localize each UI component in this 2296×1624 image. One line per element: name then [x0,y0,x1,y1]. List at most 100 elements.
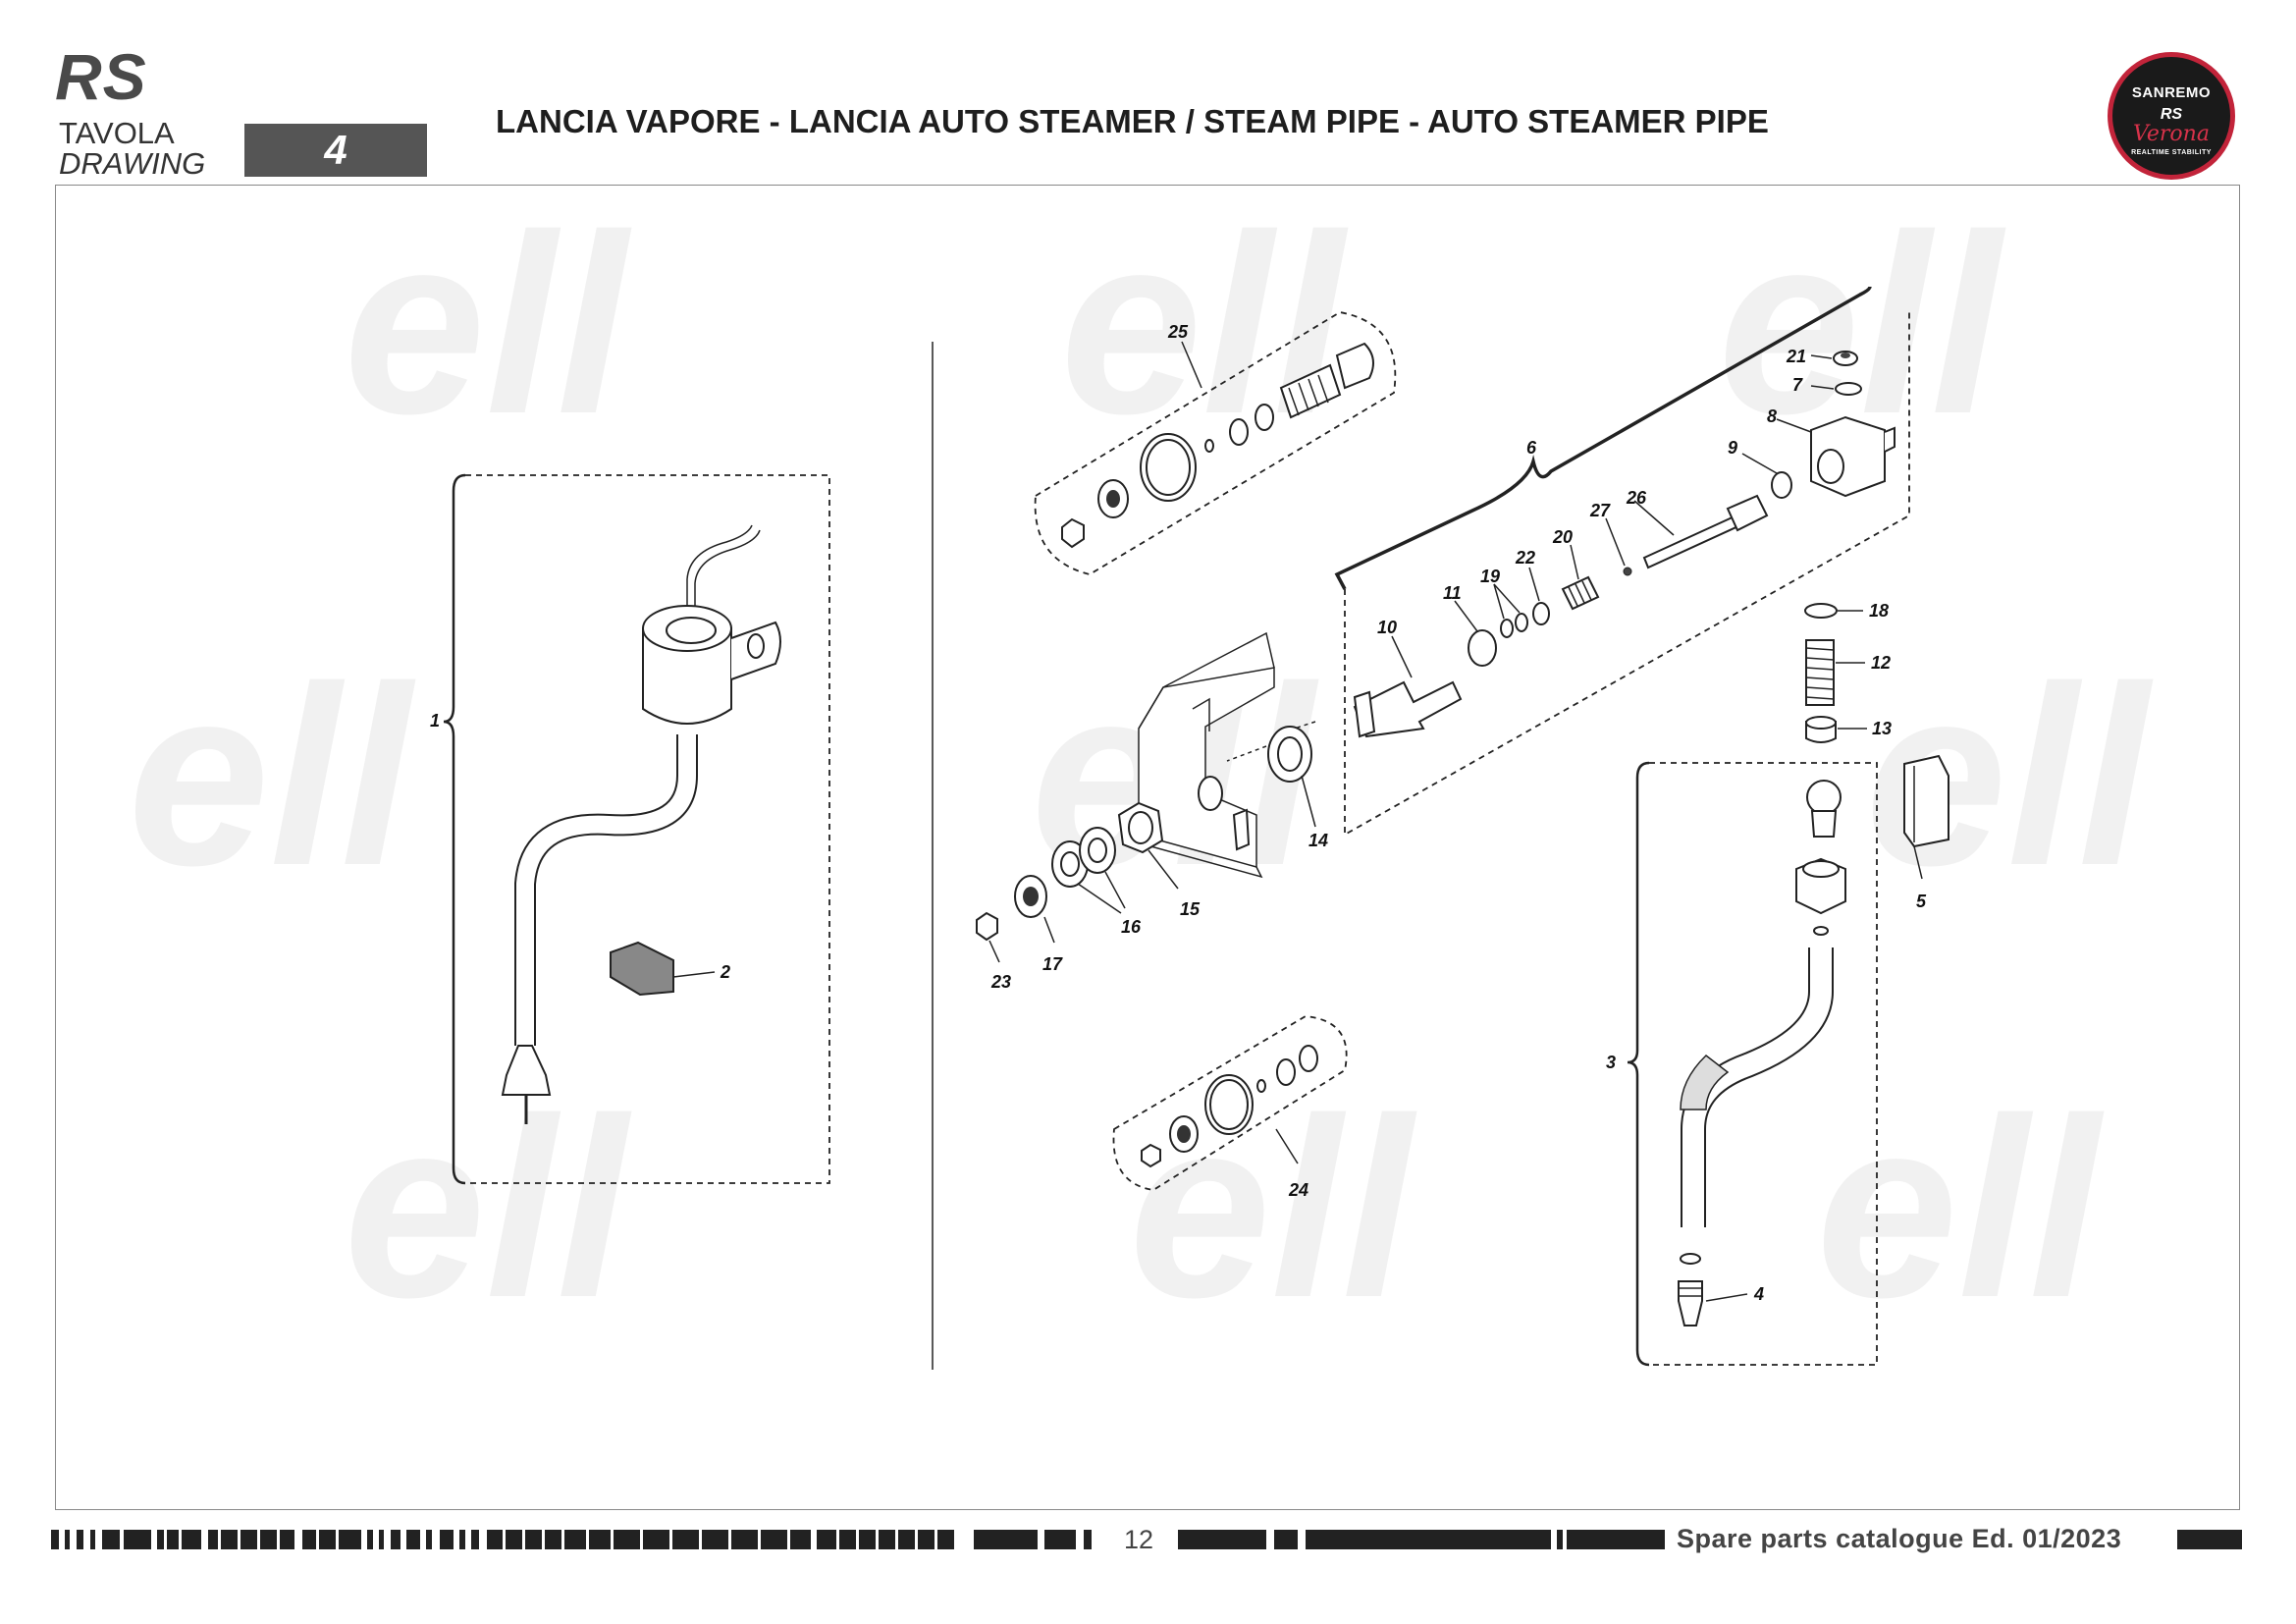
page-number: 12 [1123,1525,1154,1554]
leader-20 [1570,544,1579,580]
watermark-text-2: ell [1060,183,1349,467]
ball-joint-stem [1810,810,1838,838]
ring-24-b [1299,1045,1318,1072]
leader-14 [1301,775,1316,828]
drawing-number: 4 [244,124,427,177]
ring-19-a [1500,619,1514,638]
cable-2 [694,529,761,619]
clip-part [610,941,674,997]
leader-10 [1391,635,1413,678]
footer-barcode-right [1178,1530,1665,1549]
leader-26 [1633,500,1675,536]
callout-25: 25 [1167,322,1189,342]
leader-11 [1454,600,1478,632]
leader-16-a [1077,883,1122,914]
ring-25-b [1255,404,1274,431]
callout-7: 7 [1792,375,1803,395]
spring-25 [1279,363,1342,419]
group-3-brace [1627,761,1650,1367]
callout-27: 27 [1589,501,1611,520]
bearing-25-core [1106,490,1120,508]
callout-1: 1 [430,711,440,731]
watermark-text-4: ell [128,634,416,919]
callout-12: 12 [1871,653,1891,673]
nut-5 [1903,754,1949,848]
group-24-box [1112,1015,1348,1191]
callout-2: 2 [720,962,730,982]
callout-10: 10 [1377,618,1397,637]
valve-body [642,627,732,725]
spring-25-coils [1288,374,1329,416]
callout-11: 11 [1443,583,1462,603]
callout-3: 3 [1606,1053,1616,1072]
footer-barcode-left [51,1530,1092,1549]
leader-19-b [1493,583,1521,614]
callout-6: 6 [1526,438,1537,458]
leader-16-b [1104,871,1126,909]
pipe-oring-bottom [1680,1253,1701,1265]
ring-22 [1532,602,1550,625]
nozzle-4-rings [1679,1287,1702,1297]
group-1-brace [443,473,466,1185]
group-3-box [1649,762,1878,1366]
bracket-pin [1232,808,1251,851]
logo-line-4: REALTIME STABILITY [2131,149,2212,156]
star-washer-14-inner [1277,736,1303,772]
leader-9 [1741,453,1778,474]
fitting-10-end [1353,690,1376,738]
callout-18: 18 [1869,601,1889,621]
callout-4: 4 [1753,1284,1764,1304]
bush-13-top [1805,716,1837,730]
ring-25-a [1229,418,1249,446]
callout-26: 26 [1626,488,1647,508]
ring-24-small [1256,1079,1266,1093]
nut-15-hole [1128,811,1153,844]
nozzle-4 [1678,1280,1703,1326]
leader-27 [1605,517,1626,567]
callout-13: 13 [1872,719,1892,738]
leader-19-a [1493,583,1505,620]
cap-21-core [1841,352,1850,358]
tavola-label: TAVOLA [59,116,175,150]
leader-23 [988,940,1000,963]
valve-top-hole [666,617,717,644]
nut-23 [976,911,998,942]
leader-24 [1275,1128,1299,1164]
washer-16-a-inner [1060,851,1080,877]
bearing-24-core [1177,1125,1191,1143]
ring-25-small [1204,439,1214,453]
group-25-box [1034,311,1397,575]
washer-16-b-inner [1088,838,1107,863]
watermark: ell ell ell ell ell ell ell ell ell [128,183,2154,1351]
wand-tip [501,1045,552,1096]
callout-15: 15 [1180,899,1201,919]
group-6-brace [1334,286,1872,590]
leader-2 [672,971,716,978]
oring-18 [1804,603,1838,619]
pipe-oring-top [1813,926,1829,936]
valve-body-8-port [1884,426,1896,453]
union-nut-top [1802,860,1840,878]
footer-bar-end [2177,1530,2242,1549]
callout-16: 16 [1121,917,1142,937]
callout-17: 17 [1042,954,1063,974]
bracket-edge [1138,631,1275,731]
drawing-frame [55,185,2240,1510]
bearing-17-core [1023,887,1039,906]
axis-line-2 [1226,745,1267,762]
leader-8 [1776,418,1812,433]
fitting-10 [1353,680,1463,738]
leader-7 [1810,385,1835,390]
callout-23: 23 [990,972,1011,992]
spring-12-coils [1805,647,1835,700]
gasket-11 [1468,629,1497,667]
callout-21: 21 [1786,347,1806,366]
callout-24: 24 [1288,1180,1308,1200]
logo-line-2: RS [2160,106,2183,123]
wand-outline [514,734,698,1046]
valve-body-8-hole [1817,449,1844,484]
catalogue-edition: Spare parts catalogue Ed. 01/2023 [1677,1524,2122,1553]
page-title: LANCIA VAPORE - LANCIA AUTO STEAMER / ST… [496,103,1769,139]
leader-22 [1528,567,1540,602]
